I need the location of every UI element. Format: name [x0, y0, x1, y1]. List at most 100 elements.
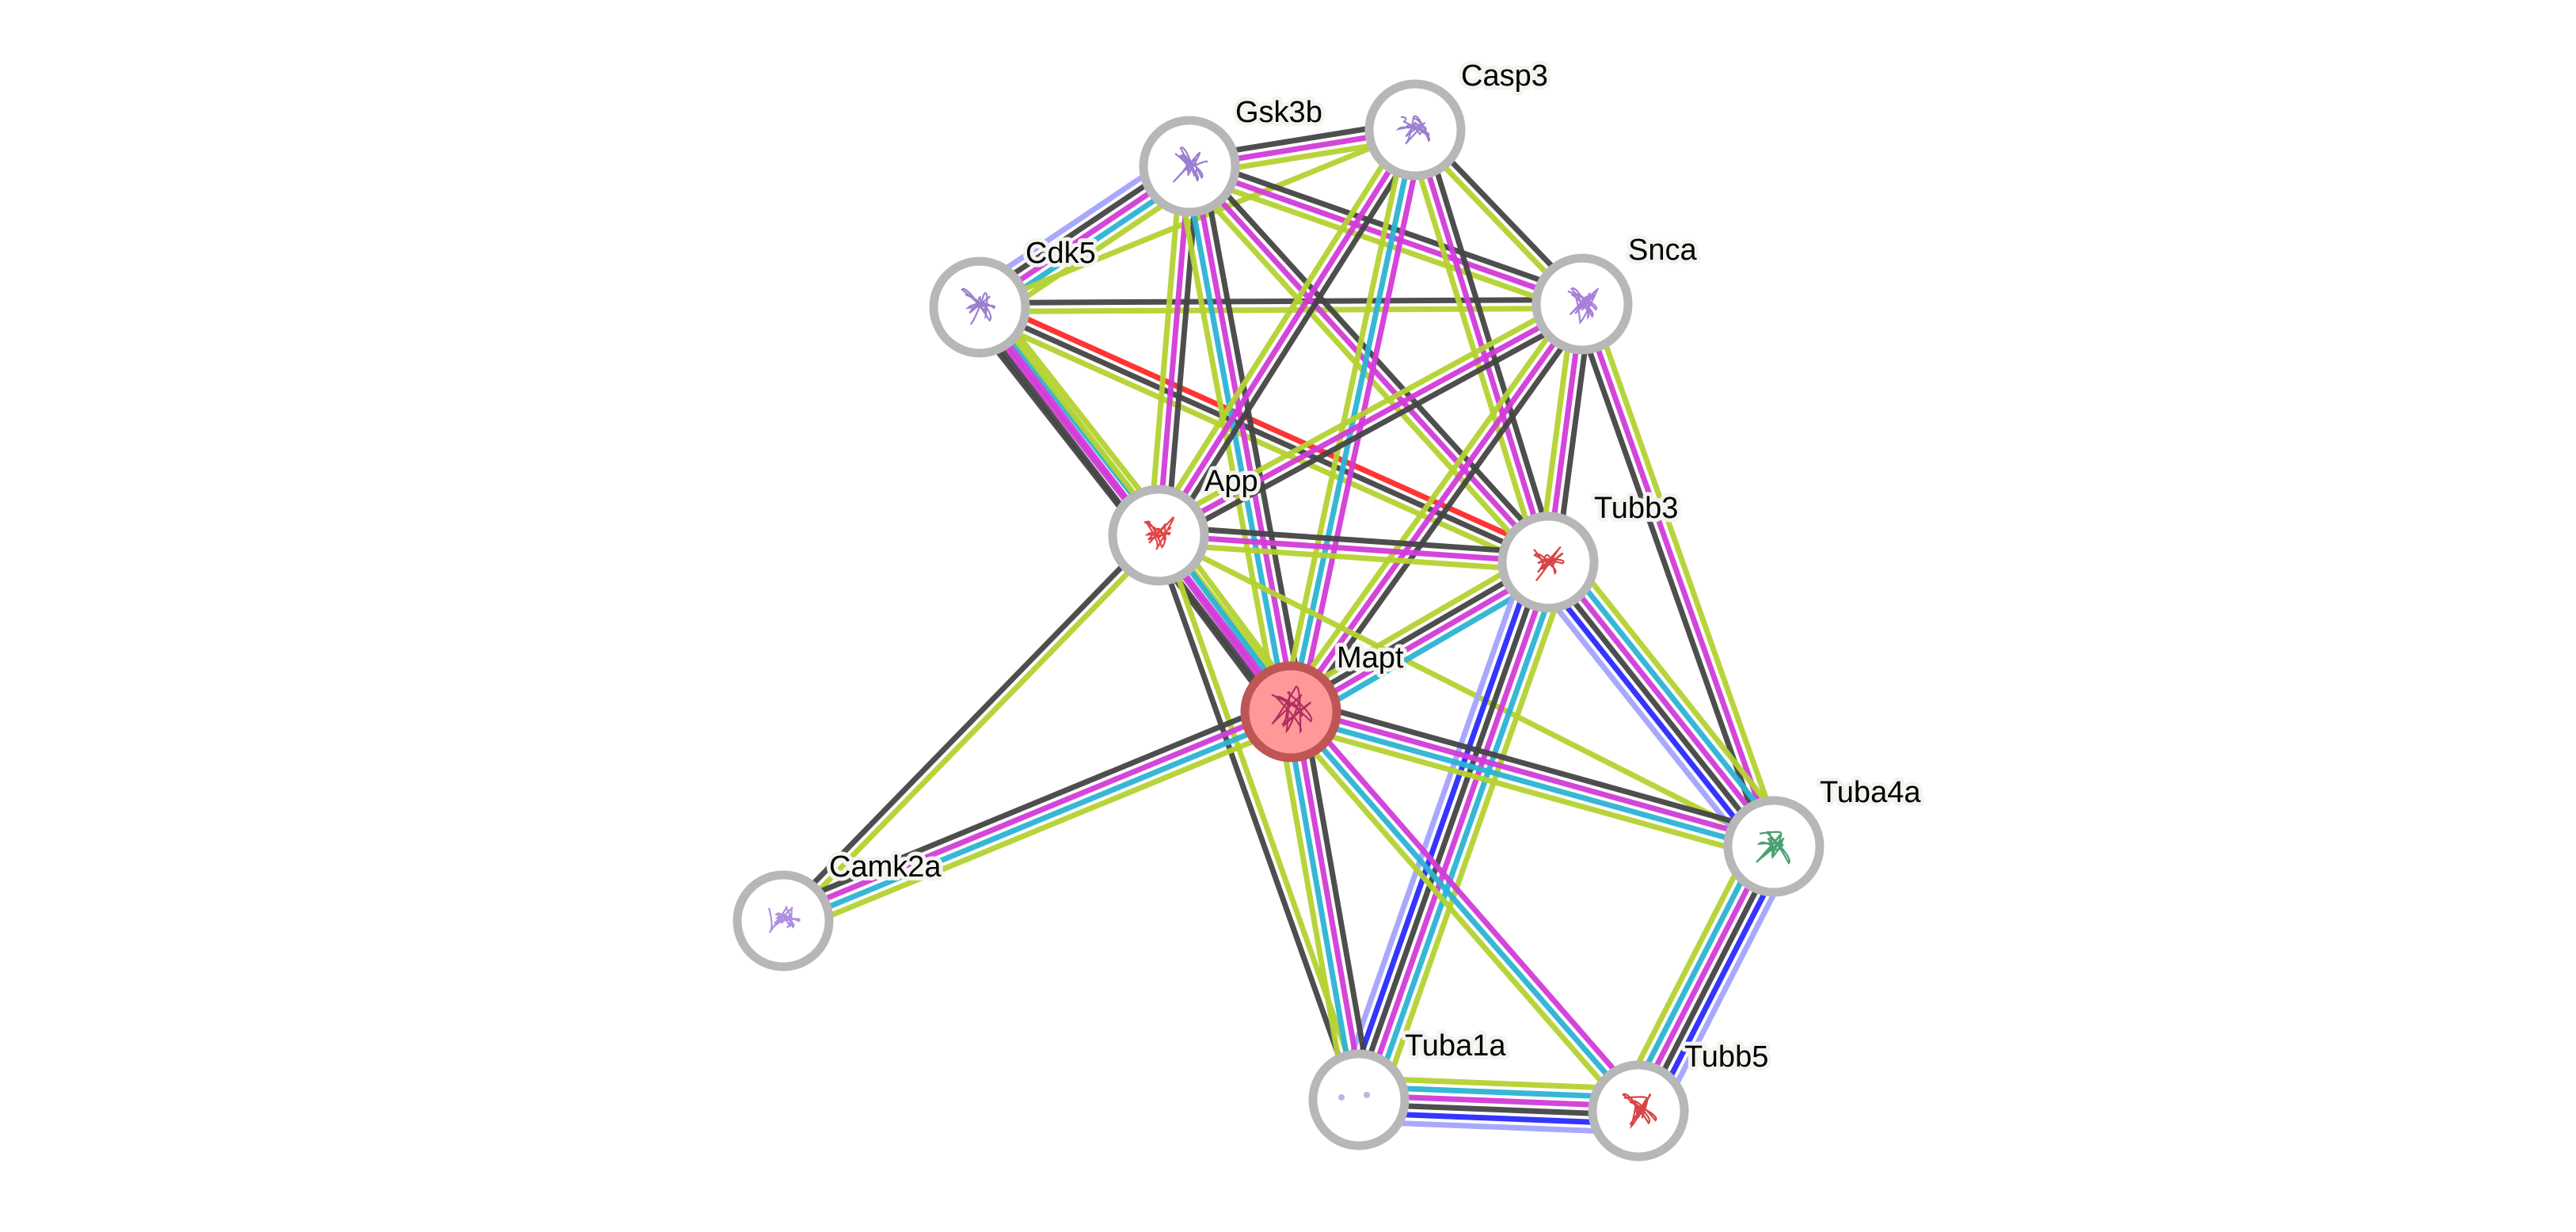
edge-snca-app[interactable]: [1153, 294, 1588, 546]
edge-app-camk2a[interactable]: [778, 530, 1164, 926]
node-label: Mapt: [1337, 641, 1404, 675]
edge-line-experimentally-determined: [1157, 301, 1584, 538]
edge-line-gene-cooccurrence: [1647, 850, 1788, 1119]
edge-line-experimentally-determined: [1295, 704, 1647, 1108]
edge-line-textmining: [1279, 127, 1410, 711]
edge-line-gene-cooccurrence: [1535, 568, 1766, 857]
edge-line-textmining: [975, 312, 1546, 573]
edge-tubb3-tuba4a[interactable]: [1528, 546, 1794, 862]
edge-line-textmining: [1158, 541, 1548, 574]
edge-line-coexpression: [777, 697, 1288, 911]
edge-line-curated-databases: [1288, 713, 1774, 854]
edge-line-experimentally-determined: [1158, 532, 1549, 565]
edge-line-coexpression: [1199, 163, 1307, 710]
edge-line-curated-databases: [1556, 552, 1786, 840]
edge-snca-tuba4a[interactable]: [1571, 300, 1785, 850]
edge-line-experimentally-determined: [1190, 165, 1298, 712]
protein-structure-icon: [1533, 546, 1565, 582]
node-gsk3b[interactable]: Gsk3b: [1139, 92, 1326, 217]
edge-line-coexpression: [1151, 535, 1358, 1103]
edge-cdk5-snca[interactable]: [979, 297, 1583, 314]
edge-mapt-tuba1a[interactable]: [1275, 709, 1375, 1103]
protein-structure-icon: [1567, 287, 1600, 325]
edge-line-textmining: [1359, 1075, 1640, 1093]
node-cdk5[interactable]: Cdk5: [929, 233, 1100, 358]
node-label: Tuba1a: [1405, 1029, 1506, 1063]
edge-cdk5-tubb3[interactable]: [975, 296, 1553, 573]
edge-line-experimentally-determined: [1360, 562, 1555, 1102]
node-mapt[interactable]: Mapt: [1240, 637, 1408, 762]
edge-line-textmining: [786, 721, 1297, 936]
edge-line-coexpression: [1542, 563, 1773, 851]
protein-structure-icon: [1364, 1092, 1370, 1098]
edge-mapt-camk2a[interactable]: [777, 697, 1297, 936]
edge-app-tubb3[interactable]: [1158, 523, 1549, 574]
protein-structure-icon: [767, 906, 801, 934]
edge-line-experimentally-determined: [1156, 128, 1417, 537]
node-tubb3[interactable]: Tubb3: [1497, 488, 1682, 613]
node-label: Tubb5: [1684, 1040, 1768, 1074]
edge-line-experimentally-determined: [1288, 302, 1585, 714]
edge-line-curated-databases: [1284, 712, 1358, 1101]
node-label: App: [1204, 465, 1258, 498]
protein-structure-icon: [1172, 146, 1208, 183]
edge-line-gene-fusions: [982, 296, 1553, 557]
protein-structure-icon: [1271, 686, 1313, 734]
edge-mapt-tuba4a[interactable]: [1286, 696, 1779, 862]
protein-structure-icon: [1756, 831, 1790, 865]
node-tuba4a[interactable]: Tuba4a: [1723, 772, 1925, 897]
edge-line-textmining: [1616, 835, 1757, 1103]
edge-line-experimentally-determined: [1291, 705, 1776, 846]
edge-line-coexpression: [979, 297, 1582, 306]
edge-line-curated-databases: [1288, 709, 1641, 1113]
edge-line-curated-databases: [1368, 565, 1563, 1105]
edge-line-curated-databases: [1182, 166, 1290, 713]
protein-structure-icon: [961, 287, 996, 325]
edge-line-experimentally-determined: [1292, 710, 1366, 1100]
node-circle[interactable]: [1308, 1049, 1410, 1150]
edge-line-protein-homology: [1335, 553, 1531, 1094]
edge-line-gene-cooccurrence: [1344, 557, 1539, 1097]
edge-mapt-tubb5[interactable]: [1282, 704, 1647, 1119]
edge-line-experimentally-determined: [780, 705, 1291, 920]
node-snca[interactable]: Snca: [1532, 230, 1701, 355]
edges-layer: [777, 118, 1796, 1135]
edge-line-textmining: [784, 536, 1164, 926]
node-label: Camk2a: [829, 850, 942, 884]
edge-line-protein-homology: [1357, 1118, 1638, 1135]
edge-line-experimentally-determined: [1549, 557, 1780, 846]
edge-line-textmining: [1282, 548, 1543, 703]
edge-snca-mapt[interactable]: [1281, 297, 1592, 719]
node-tubb5[interactable]: Tubb5: [1588, 1036, 1772, 1162]
edge-line-textmining: [1147, 165, 1184, 535]
node-app[interactable]: App: [1108, 461, 1262, 586]
edge-line-coexpression: [1300, 709, 1375, 1098]
edge-line-curated-databases: [1624, 838, 1765, 1107]
edge-line-textmining: [1404, 131, 1543, 566]
node-tuba1a[interactable]: Tuba1a: [1308, 1025, 1510, 1150]
node-label: Tubb3: [1594, 492, 1678, 525]
protein-structure-icon: [1143, 516, 1174, 550]
edge-tubb3-tuba1a[interactable]: [1335, 553, 1572, 1108]
edge-line-textmining: [1281, 297, 1577, 709]
protein-structure-icon: [1338, 1094, 1345, 1101]
edge-line-textmining: [1376, 568, 1572, 1108]
edge-line-curated-databases: [783, 713, 1294, 928]
edge-line-protein-homology: [1655, 854, 1796, 1123]
edge-line-coexpression: [1296, 307, 1592, 719]
edge-line-coexpression: [1352, 560, 1547, 1100]
edge-line-coexpression: [1164, 166, 1201, 537]
edge-line-protein-homology: [1528, 573, 1760, 862]
node-label: Gsk3b: [1235, 96, 1322, 129]
edge-gsk3b-app[interactable]: [1147, 165, 1201, 537]
edge-app-tuba4a[interactable]: [1157, 532, 1775, 850]
edge-line-experimentally-determined: [1155, 165, 1193, 536]
edge-casp3-app[interactable]: [1148, 124, 1425, 542]
node-camk2a[interactable]: Camk2a: [732, 846, 946, 972]
node-casp3[interactable]: Casp3: [1364, 55, 1552, 181]
edge-line-coexpression: [1161, 309, 1588, 546]
edge-line-textmining: [1562, 546, 1794, 835]
edge-line-coexpression: [1159, 523, 1549, 557]
